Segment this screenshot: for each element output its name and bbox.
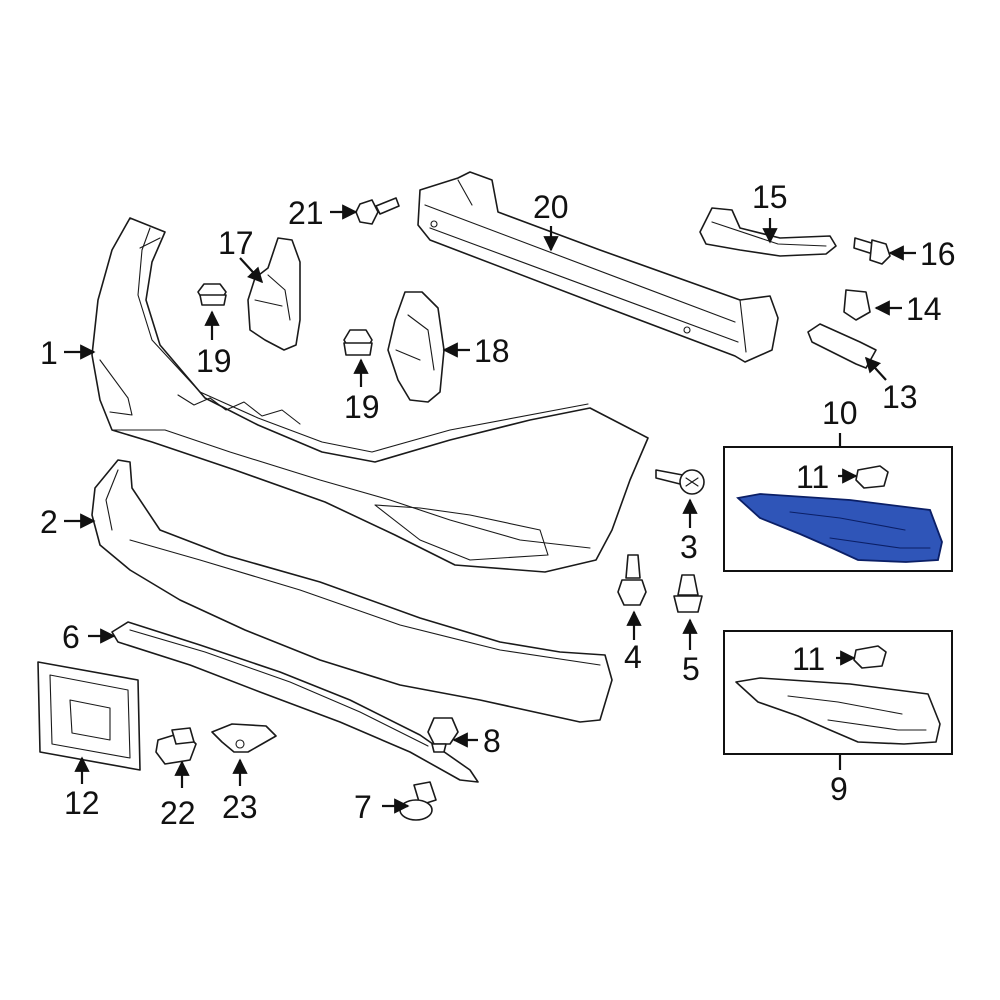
callout-11-top: 11 (796, 459, 829, 495)
callout-5: 5 (682, 651, 700, 687)
part-22-sensor[interactable] (155, 727, 197, 765)
part-7-clip[interactable] (399, 781, 437, 821)
part-17-bracket[interactable] (247, 237, 301, 351)
callout-16: 16 (920, 236, 956, 272)
part-6-lower-trim[interactable] (111, 621, 479, 783)
part-9-box (723, 630, 953, 755)
part-16-bolt[interactable] (853, 237, 891, 265)
part-23-bracket[interactable] (211, 723, 277, 753)
part-21-bolt[interactable] (355, 197, 400, 225)
callout-19-left: 19 (196, 343, 232, 379)
part-15-bracket[interactable] (699, 207, 837, 257)
part-18-bracket[interactable] (387, 291, 445, 403)
callout-13: 13 (882, 379, 918, 415)
part-12-license-plate-bracket[interactable] (37, 661, 141, 771)
callout-11-bottom: 11 (792, 641, 825, 677)
callout-8: 8 (483, 723, 501, 759)
callout-10: 10 (822, 395, 858, 431)
callout-19-right: 19 (344, 389, 380, 425)
part-3-screw[interactable] (655, 469, 705, 495)
part-10-box (723, 446, 953, 572)
part-9-fog-lamp-cover-right[interactable] (723, 630, 953, 755)
part-14-nut[interactable] (843, 289, 871, 321)
callout-21: 21 (288, 195, 324, 231)
callout-14: 14 (906, 291, 942, 327)
callout-2: 2 (40, 504, 58, 540)
callout-6: 6 (62, 619, 80, 655)
part-10-fog-lamp-cover-left[interactable] (723, 446, 953, 572)
callout-23: 23 (222, 789, 258, 825)
callout-3: 3 (680, 529, 698, 565)
callout-4: 4 (624, 639, 642, 675)
part-8-bolt[interactable] (427, 717, 459, 753)
part-1-bumper-cover[interactable] (91, 217, 649, 573)
callout-17: 17 (218, 225, 254, 261)
part-20-reinforcement-beam[interactable] (417, 171, 779, 363)
part-2-lower-deflector[interactable] (91, 459, 613, 723)
part-5-clip[interactable] (673, 574, 703, 613)
callout-12: 12 (64, 785, 100, 821)
part-19-clip-left[interactable] (197, 283, 227, 306)
callout-20: 20 (533, 189, 569, 225)
part-4-bolt[interactable] (617, 554, 647, 606)
part-19-clip-right[interactable] (343, 329, 373, 356)
callout-22: 22 (160, 795, 196, 831)
callout-arrows (64, 204, 916, 814)
part-13-bracket[interactable] (807, 323, 877, 369)
callout-7: 7 (354, 789, 372, 825)
callout-15: 15 (752, 179, 788, 215)
callout-9: 9 (830, 771, 848, 807)
callout-18: 18 (474, 333, 510, 369)
callout-labels: 1 2 3 4 5 6 7 8 9 10 11 11 12 13 14 15 1… (40, 179, 956, 831)
callout-1: 1 (40, 335, 58, 371)
